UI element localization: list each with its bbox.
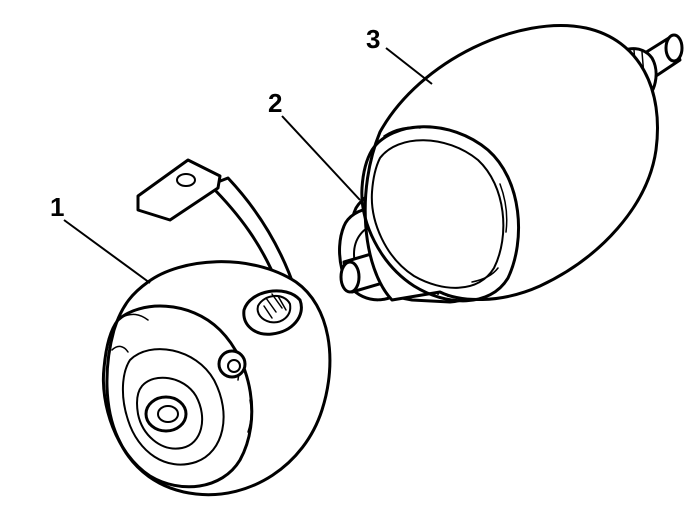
part-1-end-cover xyxy=(101,158,332,497)
callout-1-number: 1 xyxy=(50,192,64,222)
callout-2-number: 2 xyxy=(268,88,282,118)
cover-screw-head xyxy=(227,359,241,373)
callout-3-leader xyxy=(385,47,433,85)
housing-rim-shading xyxy=(383,126,508,283)
callout-2-leader xyxy=(281,115,361,201)
part-3-solenoid-housing xyxy=(360,23,684,303)
cover-ring-outer xyxy=(122,348,225,466)
housing-rear-shaft-end xyxy=(664,33,684,63)
cover-front-face xyxy=(101,304,254,489)
cover-screw xyxy=(217,349,247,379)
callout-leaders xyxy=(63,47,433,284)
callout-3-number: 3 xyxy=(366,24,380,54)
cover-ring-mid xyxy=(136,376,204,450)
cover-center-hole xyxy=(157,405,179,423)
callout-1-leader xyxy=(63,219,151,284)
plunger-shaft-end xyxy=(339,260,361,294)
housing-body xyxy=(363,23,659,302)
terminal-boss xyxy=(242,289,303,336)
cover-face-texture xyxy=(111,313,253,433)
housing-front-rim-inner xyxy=(370,139,505,289)
terminal-hole xyxy=(176,173,196,187)
terminal-windings xyxy=(263,293,287,319)
terminal-plate xyxy=(136,158,222,222)
cover-center-boss xyxy=(144,395,188,433)
housing-front-rim xyxy=(360,125,521,303)
